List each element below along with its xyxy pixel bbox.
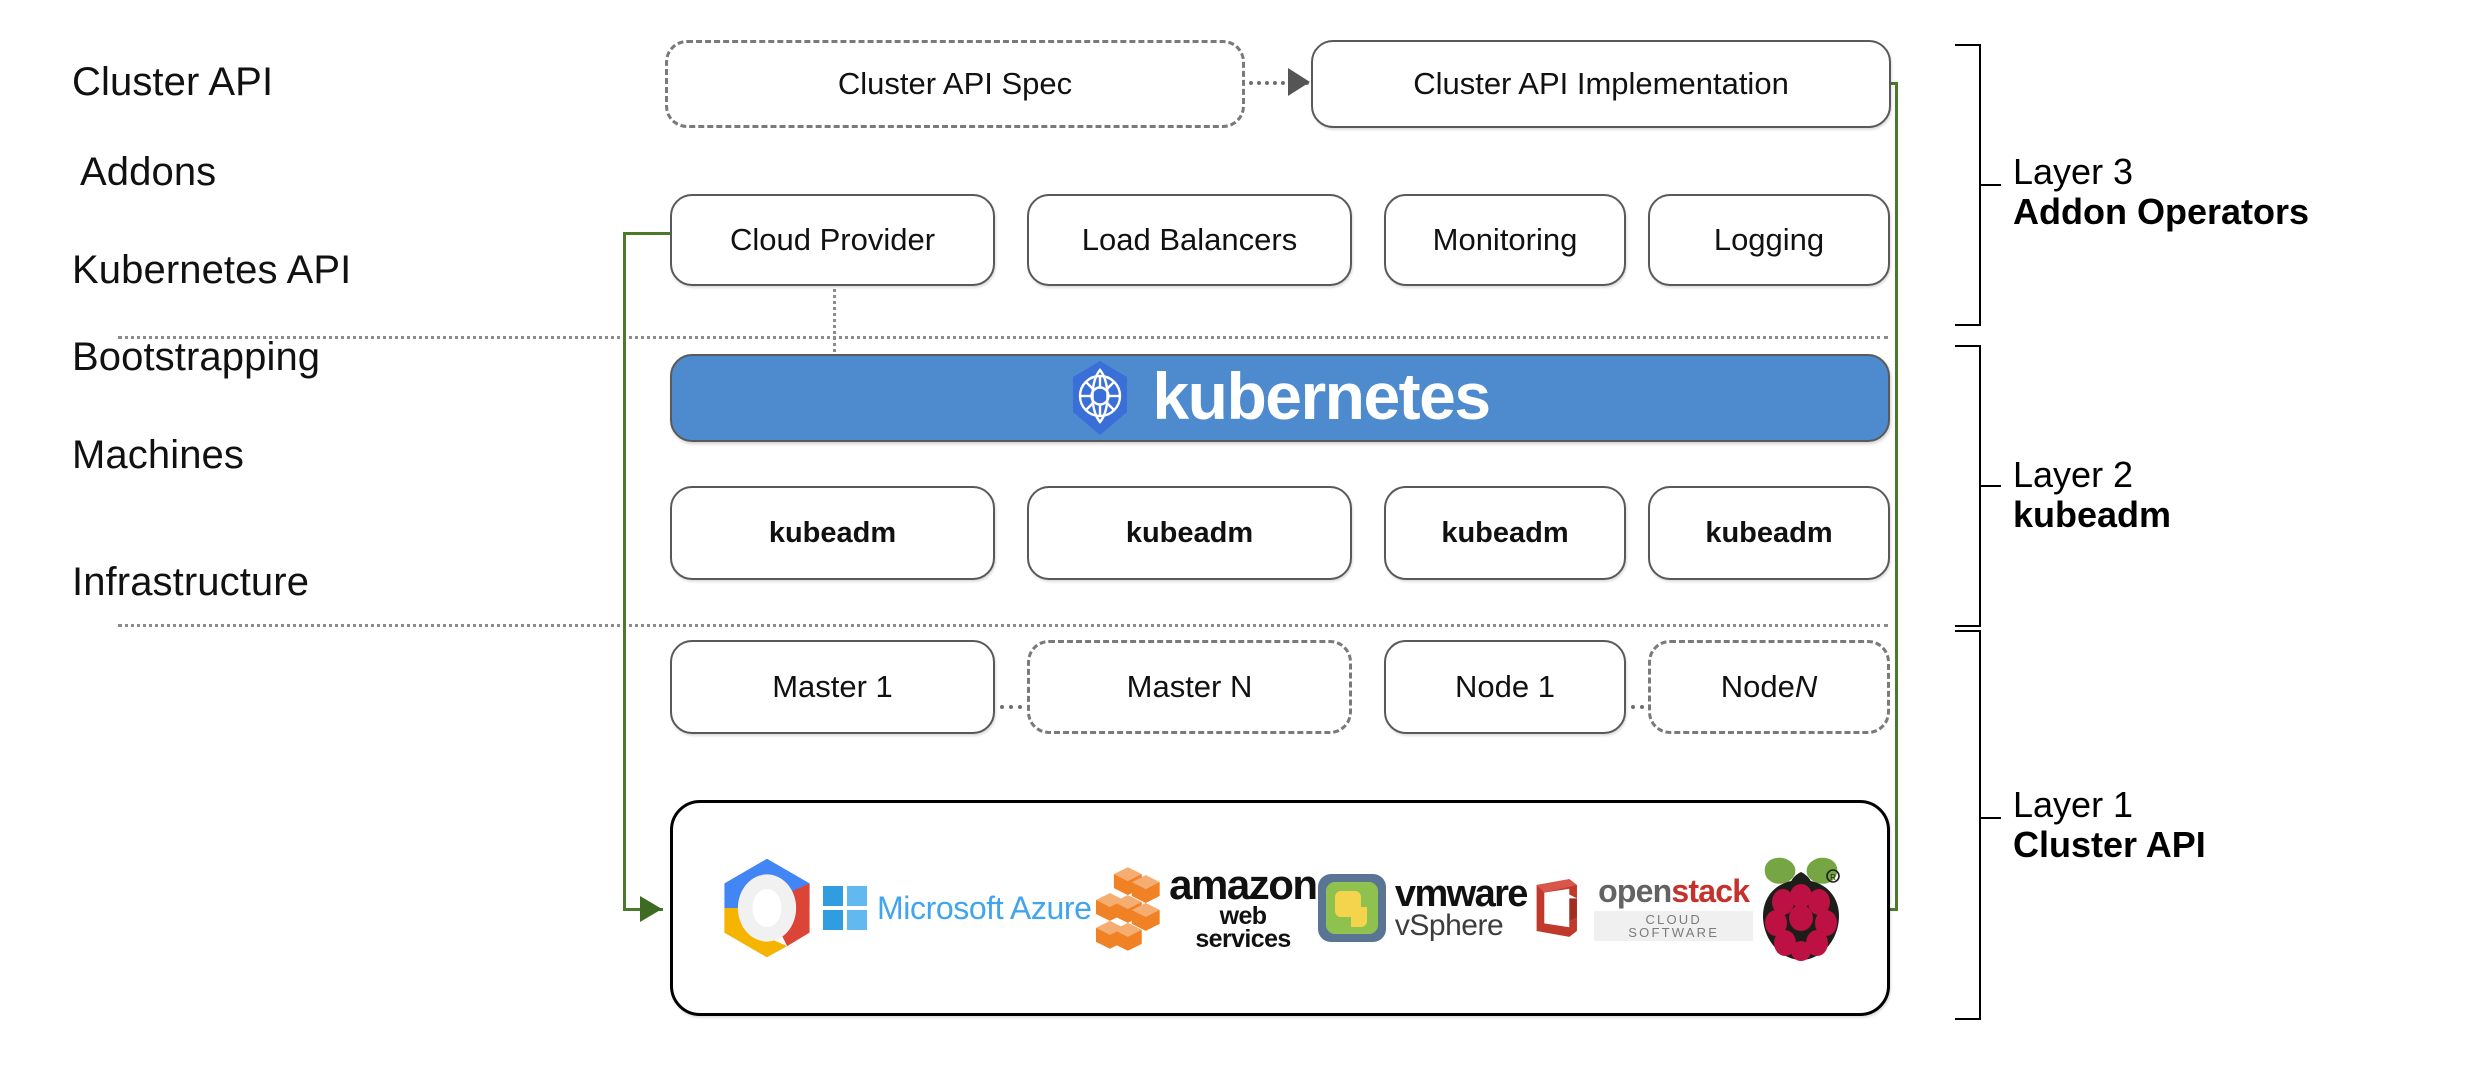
bracket-layer-3 [1955,44,1981,326]
logo-amazon-web-services[interactable]: amazon web services [1092,848,1318,968]
green-connector-right-vertical [1895,82,1898,909]
layer-3-name: Addon Operators [2013,191,2310,233]
machine-label-node-n: Node [1720,669,1795,704]
aws-cubes-icon [1095,867,1160,951]
openstack-wordmark-open: open [1598,873,1672,909]
openstack-subtitle: CLOUD SOFTWARE [1594,911,1753,941]
layer-2-number: Layer 2 [2013,454,2134,495]
layer-label-1: Layer 1 Cluster API [2013,784,2206,866]
openstack-wordmark-stack: stack [1671,873,1750,909]
vsphere-subtitle: vSphere [1394,908,1504,942]
row-label-cluster-api: Cluster API [72,60,274,104]
machines-ellipsis-masters [1000,705,1022,709]
addon-box-load-balancers[interactable]: Load Balancers [1027,194,1352,286]
amazon-wordmark: amazon [1169,861,1318,909]
kubernetes-banner[interactable]: kubernetes [670,354,1890,442]
layer-label-3: Layer 3 Addon Operators [2013,151,2310,233]
svg-text:R: R [1830,873,1836,882]
addon-box-monitoring[interactable]: Monitoring [1384,194,1626,286]
bootstrap-label-1: kubeadm [768,516,897,549]
bootstrap-label-3: kubeadm [1441,516,1569,549]
openstack-wordmark: openstack [1598,873,1750,909]
layer-1-number: Layer 1 [2013,784,2134,825]
separator-layer3-layer2 [118,336,1888,339]
machine-label-node-n-suffix: N [1794,669,1818,704]
openstack-icon [1536,879,1577,937]
vmware-wordmark: vmware [1394,872,1529,915]
logo-openstack[interactable]: openstack CLOUD SOFTWARE [1527,848,1753,968]
green-arrowhead-left-icon [640,896,662,922]
cluster-api-spec-box[interactable]: Cluster API Spec [665,40,1245,128]
row-label-bootstrapping: Bootstrapping [72,335,321,379]
row-label-kubernetes-api: Kubernetes API [72,248,352,292]
bracket-layer-1 [1955,630,1981,1020]
layer-label-2: Layer 2 kubeadm [2013,454,2172,536]
addon-label-load-balancers: Load Balancers [1081,222,1298,257]
separator-layer2-layer1 [118,624,1888,627]
bracket-nub-layer-2 [1979,485,2001,487]
logo-vmware-vsphere[interactable]: vmware vSphere [1317,848,1529,968]
bracket-nub-layer-1 [1979,817,2001,819]
machine-label-master-1: Master 1 [772,669,893,704]
aws-subtitle: web services [1195,902,1291,953]
spec-to-implementation-connector [1249,81,1309,85]
machine-box-master-n[interactable]: Master N [1027,640,1352,734]
bootstrap-label-2: kubeadm [1125,516,1254,549]
addon-label-cloud-provider: Cloud Provider [729,222,936,257]
layer-2-name: kubeadm [2013,494,2172,536]
cluster-api-implementation-box[interactable]: Cluster API Implementation [1311,40,1891,128]
machines-ellipsis-nodes [1631,705,1653,709]
machine-label-master-n: Master N [1126,669,1253,704]
addon-label-logging: Logging [1713,222,1825,257]
cluster-api-spec-label: Cluster API Spec [837,66,1073,101]
green-connector-left-vertical [623,232,626,909]
logo-google-cloud-platform[interactable] [711,848,823,968]
row-label-machines: Machines [72,433,244,477]
addon-label-monitoring: Monitoring [1432,222,1578,257]
vmware-vsphere-icon [1317,874,1386,942]
row-label-infrastructure: Infrastructure [72,560,310,604]
machine-label-node-1: Node 1 [1455,669,1555,704]
bootstrap-box-2[interactable]: kubeadm [1027,486,1352,580]
bracket-layer-2 [1955,345,1981,627]
addon-box-logging[interactable]: Logging [1648,194,1890,286]
addon-box-cloud-provider[interactable]: Cloud Provider [670,194,995,286]
layer-1-name: Cluster API [2013,824,2206,866]
logo-microsoft-azure[interactable]: Microsoft Azure [823,848,1092,968]
logo-raspberry-pi[interactable]: R [1753,848,1849,968]
row-label-addons: Addons [80,150,217,194]
green-connector-left-top [623,232,673,235]
raspberry-pi-icon: R [1763,857,1840,961]
bootstrap-label-4: kubeadm [1705,516,1833,549]
bootstrap-box-1[interactable]: kubeadm [670,486,995,580]
bootstrap-box-3[interactable]: kubeadm [1384,486,1626,580]
microsoft-windows-icon [823,886,867,930]
kubernetes-wordmark: kubernetes [1152,359,1491,433]
layer-3-number: Layer 3 [2013,151,2134,192]
machine-box-node-n[interactable]: Node N [1648,640,1890,734]
infrastructure-box[interactable]: Microsoft Azure [670,800,1890,1016]
bracket-nub-layer-3 [1979,184,2001,186]
machine-box-node-1[interactable]: Node 1 [1384,640,1626,734]
kubernetes-helm-wheel-icon [1073,361,1128,435]
spec-to-implementation-arrowhead-icon [1288,68,1310,96]
google-cloud-platform-icon [724,858,810,958]
bootstrap-box-4[interactable]: kubeadm [1648,486,1890,580]
machine-box-master-1[interactable]: Master 1 [670,640,995,734]
cluster-api-implementation-label: Cluster API Implementation [1413,66,1789,101]
microsoft-azure-wordmark: Microsoft Azure [877,889,1092,926]
